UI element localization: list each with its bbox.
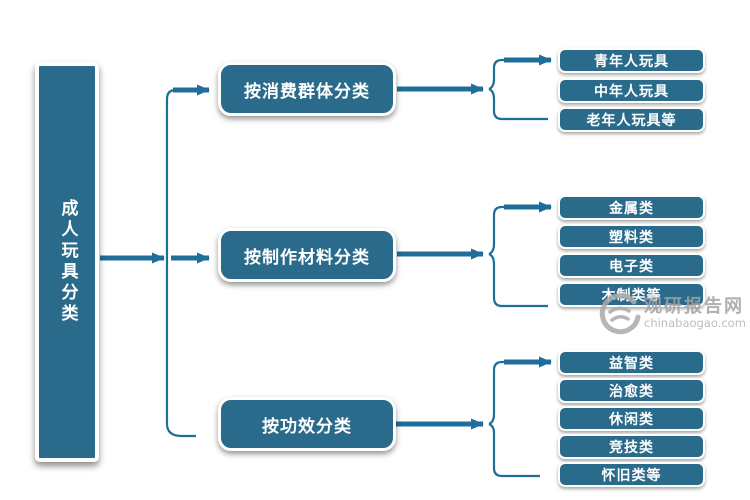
leaf-label: 竞技类 (609, 439, 654, 456)
category-label: 按消费群体分类 (244, 81, 370, 102)
leaf-box-metal: 金属类 (558, 195, 705, 220)
leaf-label: 怀旧类等 (601, 467, 662, 484)
category-label: 按制作材料分类 (244, 247, 370, 268)
category-label: 按功效分类 (262, 416, 352, 437)
root-category-label: 成人玩具分类 (57, 199, 78, 325)
category-box-consumer-group: 按消费群体分类 (218, 62, 396, 116)
leaf-box-educational: 益智类 (558, 350, 705, 375)
leaf-label: 青年人玩具 (594, 53, 669, 70)
watermark: 观研报告网 chinabaogao.com (598, 288, 748, 340)
leaf-box-middle-aged-toys: 中年人玩具 (558, 78, 705, 103)
watermark-site-name: 观研报告网 (644, 296, 744, 318)
leaf-box-leisure: 休闲类 (558, 406, 705, 431)
leaf-label: 塑料类 (609, 229, 654, 246)
leaf-box-elderly-toys: 老年人玩具等 (558, 107, 705, 132)
leaf-label: 电子类 (609, 258, 654, 275)
leaf-box-wooden: 木制类等 (558, 282, 705, 307)
leaf-box-healing: 治愈类 (558, 378, 705, 403)
leaf-label: 休闲类 (609, 411, 654, 428)
leaf-label: 木制类等 (601, 287, 662, 304)
root-category-box: 成人玩具分类 (35, 62, 99, 462)
leaf-box-young-adult-toys: 青年人玩具 (558, 48, 705, 73)
leaf-label: 益智类 (609, 355, 654, 372)
category-box-material: 按制作材料分类 (218, 228, 396, 282)
watermark-site-url: chinabaogao.com (644, 316, 746, 330)
leaf-label: 老年人玩具等 (586, 112, 677, 129)
category-box-function: 按功效分类 (218, 397, 396, 451)
leaf-label: 治愈类 (609, 383, 654, 400)
leaf-box-plastic: 塑料类 (558, 224, 705, 249)
watermark-swirl-logo-icon (599, 293, 641, 335)
leaf-box-nostalgic: 怀旧类等 (558, 462, 705, 487)
leaf-box-electronic: 电子类 (558, 253, 705, 278)
leaf-box-competitive: 竞技类 (558, 434, 705, 459)
leaf-label: 金属类 (609, 200, 654, 217)
leaf-label: 中年人玩具 (594, 83, 669, 100)
